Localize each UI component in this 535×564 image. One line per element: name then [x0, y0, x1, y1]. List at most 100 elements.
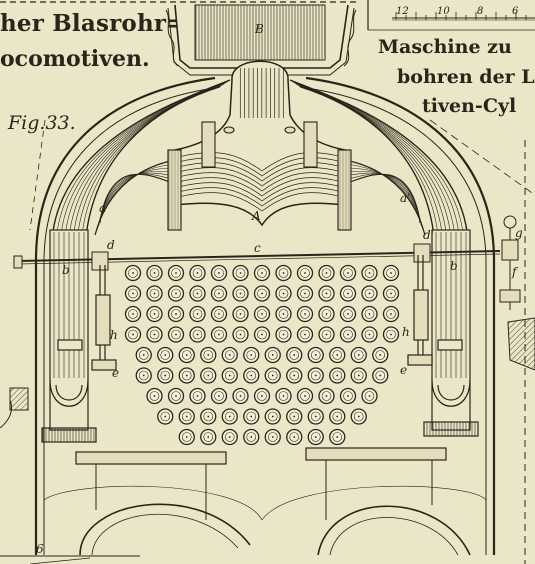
- boiler-tube: [189, 387, 206, 405]
- boiler-tube: [210, 326, 228, 343]
- boiler-tube: [200, 367, 217, 384]
- trunk-shade-line: [177, 167, 343, 187]
- boiler-tube: [146, 387, 163, 405]
- branch-pipe-left: [51, 79, 231, 241]
- scale-bar: [392, 12, 535, 21]
- boiler-tube: [167, 264, 185, 282]
- boiler-tube: [372, 346, 389, 364]
- boiler-tube: [167, 326, 185, 343]
- boiler-tube: [243, 428, 260, 446]
- boiler-tube: [382, 264, 400, 282]
- boiler-tube: [361, 285, 378, 302]
- boiler-tube: [189, 305, 206, 323]
- boiler-tube: [307, 428, 324, 446]
- boiler-tube: [221, 367, 238, 384]
- boiler-tube: [361, 387, 378, 405]
- boiler-tube: [382, 285, 400, 302]
- boiler-tube: [135, 346, 152, 364]
- label-d-prime: d': [423, 228, 434, 242]
- boiler-tube: [210, 305, 228, 323]
- boiler-tube: [178, 408, 195, 425]
- boiler-tube: [318, 264, 335, 282]
- boiler-tube: [296, 285, 314, 302]
- boiler-tube: [286, 428, 303, 446]
- boiler-tube: [350, 346, 367, 364]
- boiler-tube: [264, 408, 281, 425]
- boiler-tube: [210, 387, 228, 405]
- boiler-tube: [350, 408, 367, 425]
- label-e-left: e: [112, 366, 119, 380]
- boiler-tube: [275, 285, 292, 302]
- boiler-tube: [124, 285, 142, 302]
- boiler-tube: [167, 305, 185, 323]
- pipe-contour-line: [344, 167, 424, 232]
- boiler-tube: [210, 264, 228, 282]
- boiler-tube: [200, 346, 217, 364]
- label-d: d: [107, 238, 115, 252]
- boiler-tube: [339, 387, 357, 405]
- trunk-shade-line: [177, 182, 343, 202]
- side-detail-right: [499, 215, 535, 371]
- boiler-tube: [339, 285, 357, 302]
- boiler-tube: [146, 305, 163, 323]
- right-title-line-1: Maschine zu: [378, 36, 512, 58]
- boiler-tube: [339, 264, 357, 282]
- boiler-tube: [189, 326, 206, 343]
- boiler-tube: [329, 428, 346, 446]
- label-e-right: e: [400, 363, 407, 377]
- boiler-tube: [264, 367, 281, 384]
- boiler-tube: [189, 264, 206, 282]
- boiler-tube: [264, 346, 281, 364]
- boiler-tube: [318, 285, 335, 302]
- boiler-tube: [361, 326, 378, 343]
- left-title-line-2: ocomotiven.: [0, 46, 150, 72]
- boiler-tube: [178, 346, 195, 364]
- label-c: c: [254, 241, 261, 255]
- label-h-right: h: [402, 325, 410, 339]
- label-g: g: [515, 226, 523, 240]
- scale-number-12: 12: [396, 6, 409, 17]
- boiler-tube: [307, 346, 324, 364]
- side-pipes: [41, 229, 479, 443]
- boiler-tube: [178, 428, 195, 446]
- boiler-tube: [253, 305, 271, 323]
- boiler-tube: [286, 367, 303, 384]
- label-b-left: b: [62, 263, 70, 277]
- boiler-tube: [232, 285, 249, 302]
- pipe-contour-line: [96, 167, 176, 232]
- boiler-tube: [318, 387, 335, 405]
- boiler-tube: [318, 305, 335, 323]
- right-title-line-2: bohren der L: [397, 66, 535, 88]
- boiler-tube: [253, 387, 271, 405]
- boiler-tube: [339, 326, 357, 343]
- boiler-tube: [232, 326, 249, 343]
- label-h-left: h: [110, 328, 118, 342]
- boiler-tube: [157, 408, 174, 425]
- boiler-tube: [189, 285, 206, 302]
- label-A: A: [251, 209, 261, 223]
- cylinder-saddles: [43, 447, 487, 556]
- pipe-contour-line: [84, 86, 221, 241]
- boiler-tube: [382, 305, 400, 323]
- scale-number-6: 6: [512, 6, 519, 17]
- boiler-tube: [318, 326, 335, 343]
- boiler-tube: [296, 264, 314, 282]
- boiler-tube: [135, 367, 152, 384]
- boiler-tube: [200, 408, 217, 425]
- boiler-tube: [221, 408, 238, 425]
- right-title-line-3: tiven-Cyl: [422, 95, 517, 117]
- boiler-tube: [210, 285, 228, 302]
- boiler-tube: [124, 326, 142, 343]
- label-a: a: [99, 201, 106, 215]
- boiler-tube: [275, 264, 292, 282]
- boiler-tube: [243, 408, 260, 425]
- boiler-tube: [286, 346, 303, 364]
- pipe-contour-line: [291, 80, 465, 241]
- trunk-shade-line: [177, 187, 343, 207]
- label-a-prime: a': [400, 191, 410, 205]
- boiler-tube: [232, 387, 249, 405]
- boiler-tube: [361, 305, 378, 323]
- branch-pipe-right: [289, 79, 469, 241]
- boiler-tube: [221, 428, 238, 446]
